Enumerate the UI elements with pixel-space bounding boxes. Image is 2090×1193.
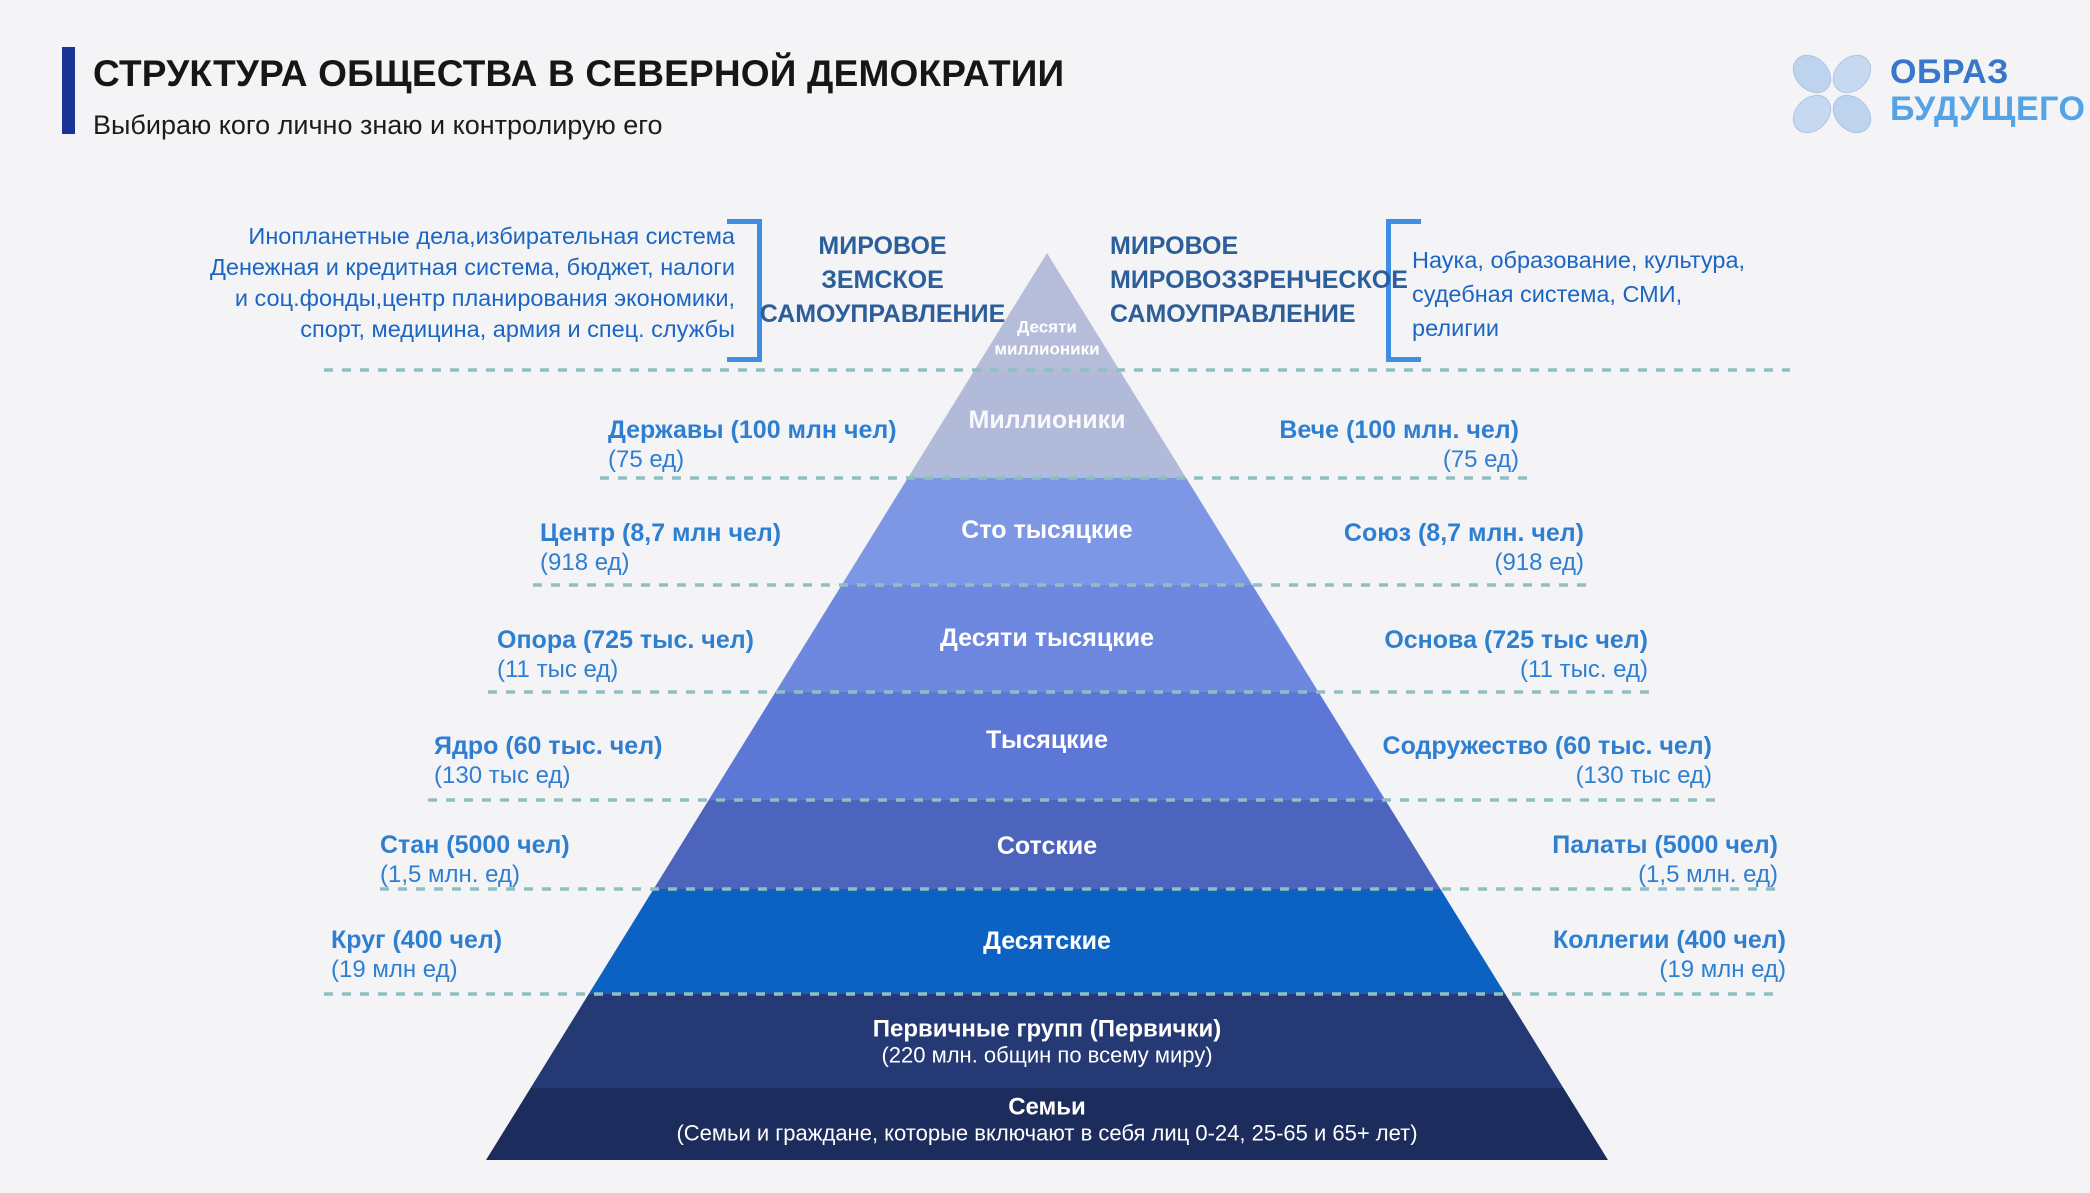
right-label-kollegii: Коллегии (400 чел) (19 млн ед) xyxy=(1553,926,1786,983)
level-5-label: Сотские xyxy=(997,832,1097,860)
pyramid-level-8-band xyxy=(486,1088,1608,1160)
pyramid-level-3-band xyxy=(775,585,1319,692)
page-subtitle: Выбираю кого лично знаю и контролирую ег… xyxy=(93,110,663,140)
left-label-derzhavy: Державы (100 млн чел) (75 ед) xyxy=(608,416,897,473)
level-3-label: Десяти тысяцкие xyxy=(940,624,1154,652)
level-8-sublabel: (Семьи и граждане, которые включают в се… xyxy=(676,1121,1417,1146)
world-mirovozzrencheskoe-heading: МИРОВОЕ МИРОВОЗЗРЕНЧЕСКОЕ САМОУПРАВЛЕНИЕ xyxy=(1110,232,1408,328)
world-zemskoe-heading: МИРОВОЕ ЗЕМСКОЕ САМОУПРАВЛЕНИЕ xyxy=(759,232,1006,328)
pyramid-level-2-band xyxy=(841,478,1253,585)
level-0-label-line1: Десяти xyxy=(1017,318,1077,337)
clover-petals-icon xyxy=(1792,54,1872,134)
left-functions-line: спорт, медицина, армия и спец. службы xyxy=(300,316,735,342)
right-label-palaty: Палаты (5000 чел) (1,5 млн. ед) xyxy=(1552,831,1778,888)
right-bracket xyxy=(1386,219,1421,362)
left-label-opora: Опора (725 тыс. чел) (11 тыс ед) xyxy=(497,626,754,683)
level-6-label: Десятские xyxy=(983,927,1111,955)
left-functions-line: и соц.фонды,центр планирования экономики… xyxy=(234,285,735,311)
left-functions-line: Денежная и кредитная система, бюджет, на… xyxy=(209,254,735,280)
pyramid-level-5-band xyxy=(653,800,1441,889)
right-label-veche: Вече (100 млн. чел) (75 ед) xyxy=(1279,416,1519,473)
right-functions-line: религии xyxy=(1412,315,1500,341)
right-functions-line: судебная система, СМИ, xyxy=(1412,281,1683,307)
left-functions-text: Инопланетные дела,избирательная система … xyxy=(175,221,735,345)
right-label-osnova: Основа (725 тыс чел) (11 тыс. ед) xyxy=(1384,626,1648,683)
right-functions-text: Наука, образование, культура, судебная с… xyxy=(1412,243,1832,345)
left-functions-line: Инопланетные дела,избирательная система xyxy=(248,223,735,249)
level-1-label: Миллионики xyxy=(969,406,1126,434)
pyramid-level-0-band xyxy=(974,253,1120,370)
title-accent-bar xyxy=(62,47,75,134)
page-title: СТРУКТУРА ОБЩЕСТВА В СЕВЕРНОЙ ДЕМОКРАТИИ xyxy=(93,53,1065,94)
pyramid-level-1-band xyxy=(907,370,1187,478)
logo-wordmark: ОБРАЗ БУДУЩЕГО xyxy=(1890,54,2085,128)
level-0-label-line2: миллионики xyxy=(994,340,1099,359)
right-label-sodruzhestvo: Содружество (60 тыс. чел) (130 тыс ед) xyxy=(1382,732,1712,789)
pyramid-level-4-band xyxy=(708,692,1386,800)
level-2-label: Сто тысяцкие xyxy=(961,516,1133,544)
left-label-tsentr: Центр (8,7 млн чел) (918 ед) xyxy=(540,519,782,576)
level-7-label: Первичные групп (Первички) xyxy=(873,1016,1222,1043)
right-label-soyuz: Союз (8,7 млн. чел) (918 ед) xyxy=(1343,519,1584,576)
pyramid-level-7-band xyxy=(530,994,1564,1088)
logo-word-2: БУДУЩЕГО xyxy=(1890,90,2086,128)
level-4-label: Тысяцкие xyxy=(986,726,1108,754)
left-label-krug: Круг (400 чел) (19 млн ед) xyxy=(331,926,503,983)
level-7-sublabel: (220 млн. общин по всему миру) xyxy=(881,1043,1212,1068)
left-bracket xyxy=(727,219,762,362)
pyramid-level-6-band xyxy=(588,889,1506,994)
right-functions-line: Наука, образование, культура, xyxy=(1412,247,1746,273)
left-label-yadro: Ядро (60 тыс. чел) (130 тыс ед) xyxy=(434,732,663,789)
left-label-stan: Стан (5000 чел) (1,5 млн. ед) xyxy=(380,831,570,888)
level-8-label: Семьи xyxy=(1008,1094,1086,1121)
logo-word-1: ОБРАЗ xyxy=(1890,53,2009,91)
